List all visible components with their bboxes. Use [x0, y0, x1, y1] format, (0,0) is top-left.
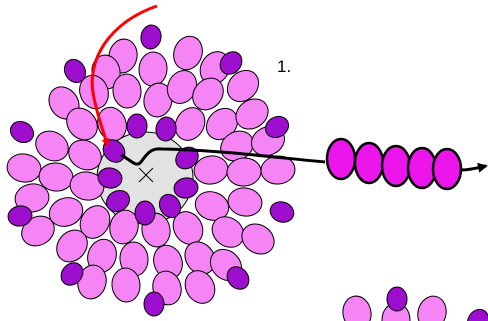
light-cell	[342, 295, 372, 321]
light-cell	[227, 187, 263, 217]
dark-cell	[126, 113, 148, 139]
chain-bead	[353, 141, 385, 185]
chain-bead	[325, 137, 357, 181]
light-cell	[194, 191, 230, 221]
core-center-mark	[138, 167, 154, 183]
chain-bead	[380, 144, 412, 188]
light-cell	[56, 229, 88, 263]
light-cell	[111, 267, 141, 303]
light-cell	[79, 205, 111, 239]
dark-cell	[264, 115, 290, 139]
light-cell	[226, 157, 262, 187]
light-cell	[138, 51, 168, 87]
light-cell	[69, 171, 105, 201]
dark-cell	[60, 262, 84, 286]
light-cell	[241, 223, 275, 255]
exit-path-line	[120, 147, 326, 166]
bead-chain	[325, 137, 463, 191]
light-cell	[174, 107, 206, 141]
light-cell	[14, 183, 50, 213]
dark-cell	[9, 120, 35, 144]
light-cell	[192, 77, 224, 111]
light-cell	[6, 153, 42, 183]
dark-cell	[155, 116, 177, 142]
dark-cell	[143, 291, 165, 317]
dark-cell-group	[7, 24, 488, 321]
dark-cell	[7, 205, 33, 227]
light-cell	[68, 139, 102, 171]
dark-cell	[226, 266, 250, 290]
dark-cell	[158, 193, 182, 219]
light-cell	[66, 107, 98, 141]
light-cell	[173, 35, 203, 71]
step-label: 1.	[277, 57, 292, 76]
dark-cell	[173, 177, 199, 199]
light-cell	[48, 197, 84, 227]
dark-cell	[140, 24, 162, 50]
dark-cell	[63, 58, 87, 84]
dark-cell	[219, 51, 243, 75]
dark-cell	[386, 286, 408, 312]
light-cell	[143, 82, 173, 118]
light-cell	[417, 295, 447, 321]
dark-cell	[269, 201, 295, 223]
light-cell	[184, 270, 216, 304]
entry-arrow	[90, 4, 158, 147]
light-cell	[211, 216, 245, 248]
dark-cell	[97, 167, 123, 189]
chain-bead	[431, 147, 463, 191]
dark-cell	[466, 308, 488, 321]
chain-exit-arrow	[460, 162, 488, 173]
light-cell	[184, 241, 216, 275]
light-cell	[226, 69, 260, 103]
light-cell	[235, 98, 269, 130]
light-cell	[109, 209, 139, 245]
dark-cell	[134, 200, 156, 226]
light-cell	[35, 130, 69, 162]
light-cell	[112, 73, 142, 109]
dark-cell	[105, 189, 131, 213]
